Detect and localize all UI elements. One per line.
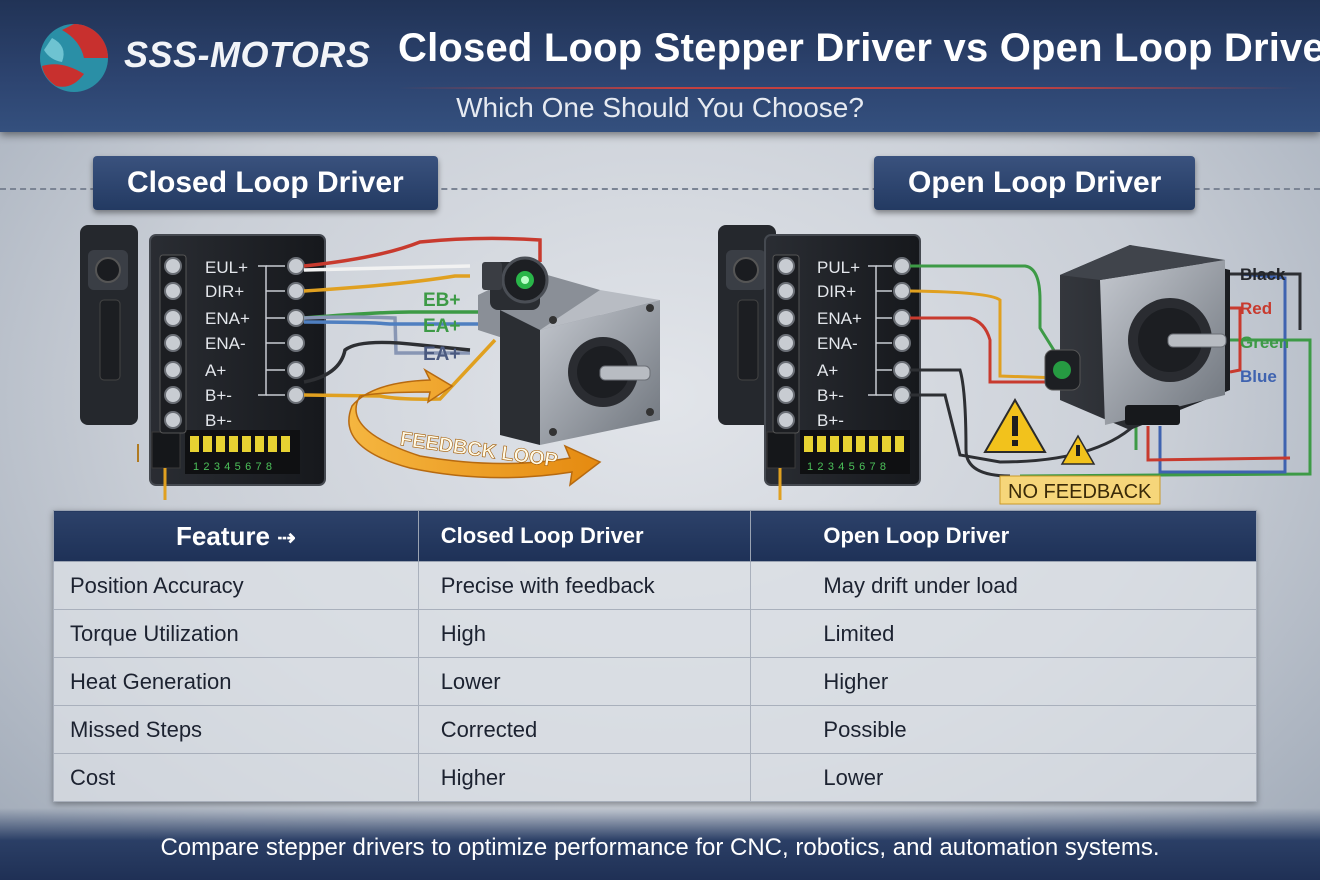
warning-icon-small — [1060, 434, 1096, 465]
header-closed-loop: Closed Loop Driver — [417, 510, 752, 562]
closed-loop-motor — [478, 256, 660, 445]
table-row: Missed Steps Corrected Possible — [53, 705, 1257, 754]
open-loop-label: Open Loop Driver — [874, 156, 1196, 210]
open-terminal-label: A+ — [817, 361, 838, 380]
sss-motors-logo-icon — [40, 24, 108, 92]
open-value-cell: Limited — [750, 609, 1257, 658]
title-underline — [398, 87, 1298, 89]
wire-label-ea-2: EA+ — [423, 344, 461, 365]
closed-terminal-label: B+- — [205, 411, 232, 430]
closed-terminal-label: ENA- — [205, 334, 246, 353]
closed-value-cell: High — [417, 609, 752, 658]
open-terminal-label: ENA- — [817, 334, 858, 353]
table-row: Position Accuracy Precise with feedback … — [53, 561, 1257, 610]
table-header-row: Feature ⇢ Closed Loop Driver Open Loop D… — [53, 510, 1257, 562]
footer-caption: Compare stepper drivers to optimize perf… — [160, 834, 1160, 861]
closed-dip-numbers: 12345678 — [193, 461, 276, 473]
table-row: Torque Utilization High Limited — [53, 609, 1257, 658]
divider-line — [0, 188, 1320, 190]
open-dip-numbers: 12345678 — [807, 461, 890, 473]
open-left-terminal-block — [772, 254, 800, 434]
page-subtitle: Which One Should You Choose? — [456, 92, 864, 123]
closed-terminal-labels: EUL+ DIR+ ENA+ ENA- A+ B+- B+- — [205, 258, 250, 430]
no-feedback-badge — [999, 475, 1161, 505]
closed-terminal-label: B+- — [205, 386, 232, 405]
closed-terminal-label: A+ — [205, 361, 226, 380]
open-value-cell: May drift under load — [750, 561, 1257, 610]
open-terminal-label: B+- — [817, 386, 844, 405]
wire-color-green: Green — [1240, 333, 1289, 352]
arrow-right-icon: ⇢ — [277, 524, 296, 550]
closed-wire-labels: EB+ EA+ EA+ — [423, 290, 461, 365]
wire-label-ea: EA+ — [423, 316, 461, 337]
closed-value-cell: Precise with feedback — [417, 561, 752, 610]
header-banner: SSS-MOTORS Closed Loop Stepper Driver vs… — [0, 0, 1320, 132]
feature-cell: Missed Steps — [53, 705, 419, 754]
closed-value-cell: Corrected — [417, 705, 752, 754]
closed-value-cell: Lower — [417, 657, 752, 706]
no-feedback-label: NO FEEDBACK — [1008, 481, 1152, 503]
motor-wire-color-labels: Black Red Green Blue — [1240, 265, 1289, 386]
open-loop-motor — [1044, 245, 1230, 430]
table-row: Heat Generation Lower Higher — [53, 657, 1257, 706]
wiring-diagrams: 12345678 EUL+ DIR+ ENA+ ENA- A+ B+- B+- — [80, 225, 1312, 505]
closed-wires — [303, 236, 542, 401]
brand-name: SSS-MOTORS — [124, 34, 371, 75]
closed-loop-driver: 12345678 — [80, 225, 326, 500]
wire-label-eb: EB+ — [423, 290, 461, 311]
comparison-table: Feature ⇢ Closed Loop Driver Open Loop D… — [53, 510, 1257, 802]
feature-cell: Position Accuracy — [53, 561, 419, 610]
closed-loop-label: Closed Loop Driver — [93, 156, 438, 210]
open-terminal-labels: PUL+ DIR+ ENA+ ENA- A+ B+- B+- — [817, 258, 862, 430]
open-value-cell: Lower — [750, 753, 1257, 802]
wire-color-blue: Blue — [1240, 367, 1277, 386]
closed-value-cell: Higher — [417, 753, 752, 802]
wire-color-red: Red — [1240, 299, 1272, 318]
open-loop-driver: 12345678 — [718, 225, 921, 500]
closed-terminal-label: EUL+ — [205, 258, 248, 277]
table-row: Cost Higher Lower — [53, 753, 1257, 802]
open-wires — [909, 264, 1312, 478]
closed-left-terminal-block — [159, 254, 187, 434]
feature-cell: Cost — [53, 753, 419, 802]
header-open-loop: Open Loop Driver — [750, 510, 1257, 562]
page-title: Closed Loop Stepper Driver vs Open Loop … — [398, 26, 1320, 70]
open-terminal-label: PUL+ — [817, 258, 860, 277]
feature-cell: Heat Generation — [53, 657, 419, 706]
wire-color-black: Black — [1240, 265, 1286, 284]
closed-right-terminal-block — [258, 257, 305, 404]
feature-cell: Torque Utilization — [53, 609, 419, 658]
open-value-cell: Possible — [750, 705, 1257, 754]
open-terminal-label: DIR+ — [817, 282, 856, 301]
closed-terminal-label: DIR+ — [205, 282, 244, 301]
warning-icon — [983, 397, 1047, 453]
footer-band — [0, 808, 1320, 880]
open-terminal-label: ENA+ — [817, 309, 862, 328]
feedback-loop-arrow: FEEDBCK LOOP — [348, 368, 602, 487]
open-terminal-label: B+- — [817, 411, 844, 430]
closed-terminal-label: ENA+ — [205, 309, 250, 328]
open-value-cell: Higher — [750, 657, 1257, 706]
header-feature: Feature ⇢ — [53, 510, 419, 562]
